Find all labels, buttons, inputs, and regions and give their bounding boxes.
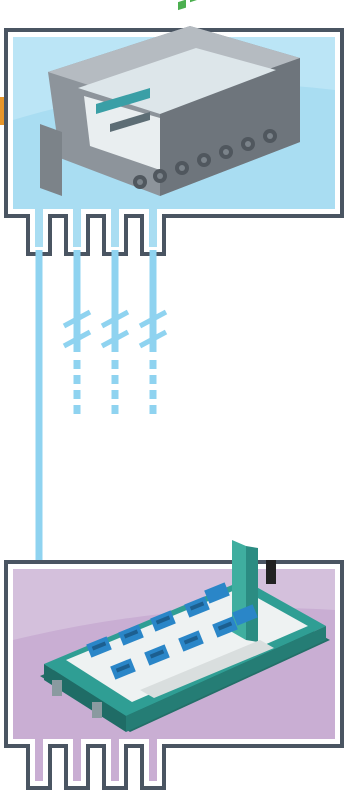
break-symbol-3 <box>140 312 166 352</box>
bottom-device-panel <box>4 540 344 790</box>
cable-lines <box>39 250 153 570</box>
top-device-panel <box>4 0 344 256</box>
break-symbol-2 <box>102 312 128 352</box>
break-symbol-1 <box>64 312 90 352</box>
break-symbols <box>64 312 166 352</box>
